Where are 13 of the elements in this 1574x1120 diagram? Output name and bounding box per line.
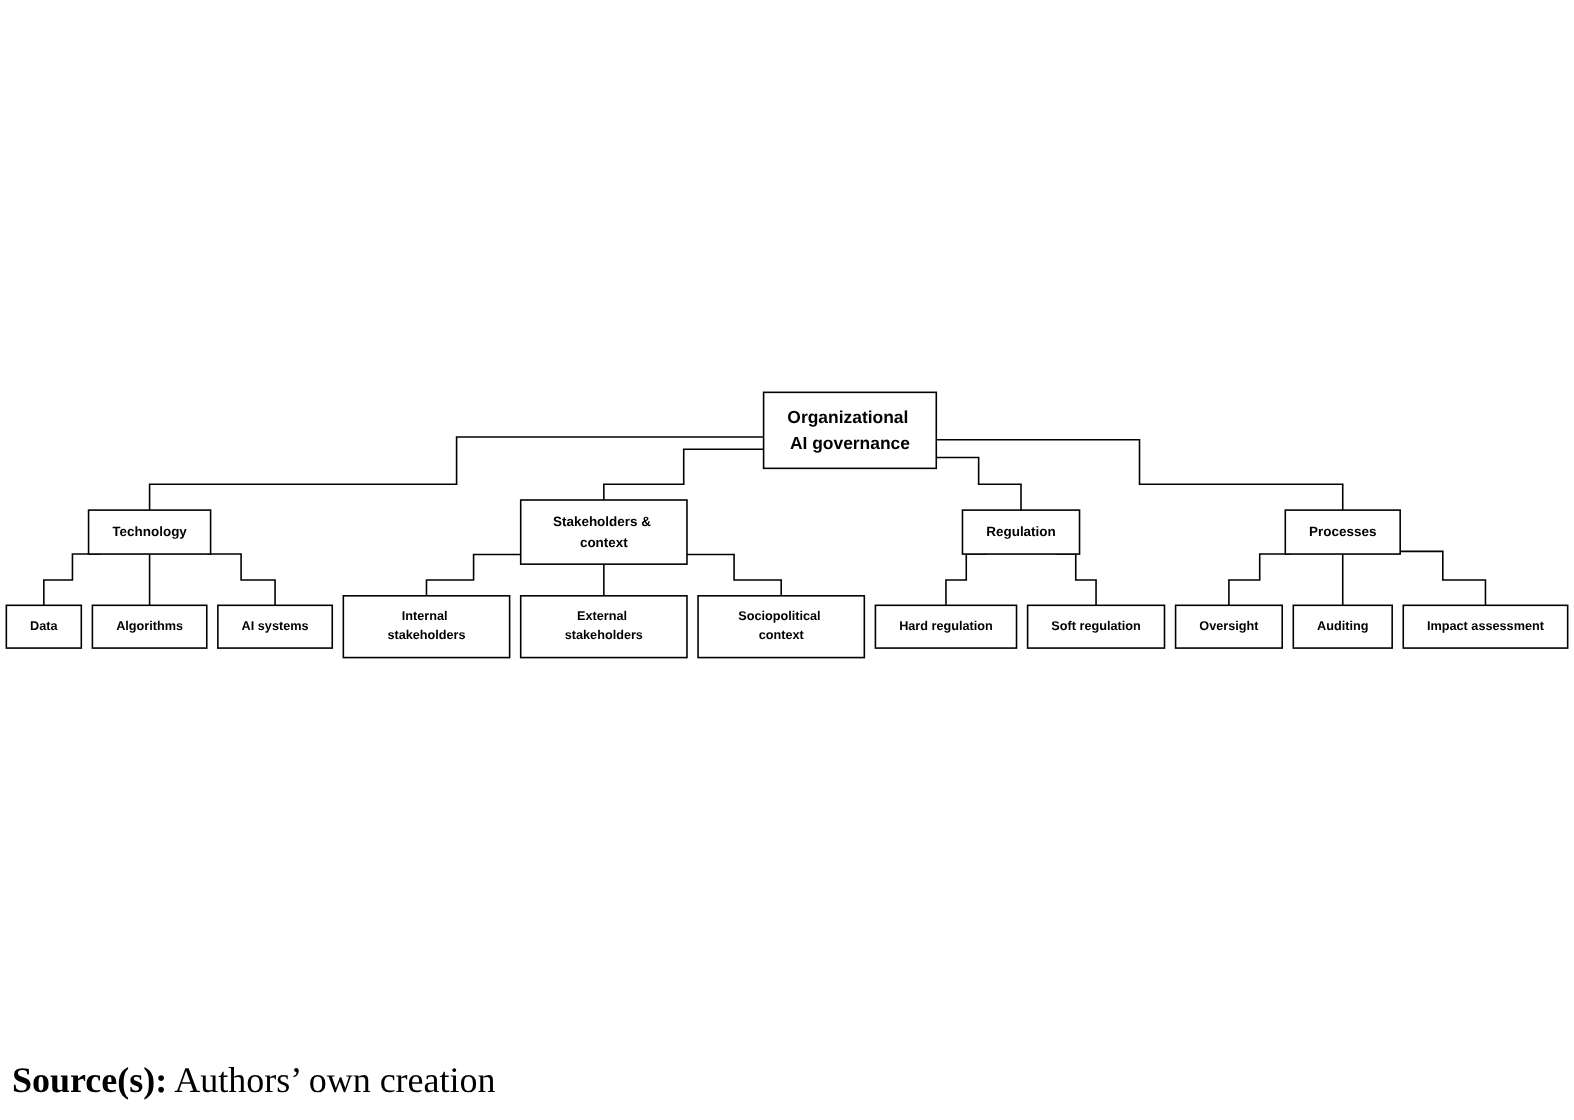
connector bbox=[686, 553, 782, 597]
connector bbox=[935, 456, 1022, 511]
connector bbox=[603, 448, 765, 501]
node-box: Organizational AI governance bbox=[762, 391, 938, 470]
connector bbox=[425, 553, 522, 597]
connector bbox=[935, 439, 1344, 511]
connector bbox=[1341, 553, 1344, 607]
caption: Source(s): Authors’ own creation bbox=[12, 1060, 496, 1102]
connector bbox=[1399, 550, 1487, 607]
connector bbox=[206, 553, 276, 607]
connector bbox=[603, 563, 605, 597]
connector bbox=[148, 553, 151, 607]
connector bbox=[148, 436, 765, 511]
